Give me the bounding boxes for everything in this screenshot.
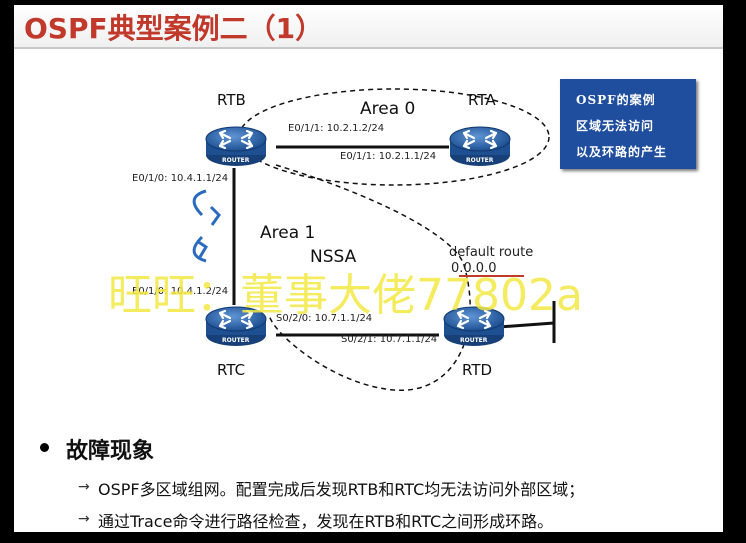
slide: OSPF典型案例二（1） — [14, 5, 723, 532]
loop-arrow-bottom — [192, 235, 207, 263]
arrow-icon: → — [78, 479, 90, 495]
link-rtd-external — [498, 321, 555, 329]
if-rtb-rtc: E0/1/0: 10.4.1.1/24 — [132, 173, 229, 184]
if-rta-rtb: E0/1/1: 10.2.1.1/24 — [340, 151, 437, 162]
router-name-rtc: RTC — [217, 361, 246, 379]
default-route-value: 0.0.0.0 — [451, 261, 497, 276]
watermark-text: 旺旺：董事大佬77802a — [108, 270, 583, 321]
slide-title: OSPF典型案例二（1） — [24, 12, 324, 45]
router-icon-text-rta: ROUTER — [466, 157, 494, 164]
router-icon-text-rtd: ROUTER — [460, 337, 488, 344]
if-rtb-rta: E0/1/1: 10.2.1.2/24 — [288, 123, 385, 134]
area0-label: Area 0 — [360, 99, 416, 119]
area0-boundary — [238, 88, 550, 186]
router-name-rta: RTA — [468, 91, 496, 109]
fault-item-2: 通过Trace命令进行路径检查，发现在RTB和RTC之间形成环路。 — [98, 512, 554, 531]
area1-label: Area 1 — [260, 223, 316, 243]
network-diagram — [192, 88, 556, 391]
header-band — [14, 5, 723, 49]
section-heading: 故障现象 — [66, 439, 155, 464]
nssa-label: NSSA — [310, 247, 357, 267]
loop-arrow-top — [192, 189, 207, 217]
arrow-icon: → — [78, 511, 90, 527]
if-rtd-rtc: S0/2/1: 10.7.1.1/24 — [341, 334, 438, 345]
bullet-icon — [40, 443, 49, 452]
note-line-3: 以及环路的产生 — [576, 145, 668, 159]
note-line-2: 区域无法访问 — [576, 119, 655, 133]
router-icon-text-rtc: ROUTER — [222, 337, 250, 344]
router-name-rtd: RTD — [462, 361, 493, 379]
note-line-1: OSPF的案例 — [576, 93, 656, 107]
fault-item-1: OSPF多区域组网。配置完成后发现RTB和RTC均无法访问外部区域； — [98, 480, 585, 499]
note-box: OSPF的案例 区域无法访问 以及环路的产生 — [560, 79, 696, 169]
if-rtc-rtd: S0/2/0: 10.7.1.1/24 — [276, 313, 373, 324]
area1-boundary — [268, 164, 471, 391]
default-route-label: default route — [449, 245, 534, 260]
router-icon-text-rtb: ROUTER — [222, 157, 250, 164]
router-name-rtb: RTB — [217, 91, 246, 109]
if-rtc-rtb: E0/1/0: 10.4.1.2/24 — [132, 286, 229, 297]
